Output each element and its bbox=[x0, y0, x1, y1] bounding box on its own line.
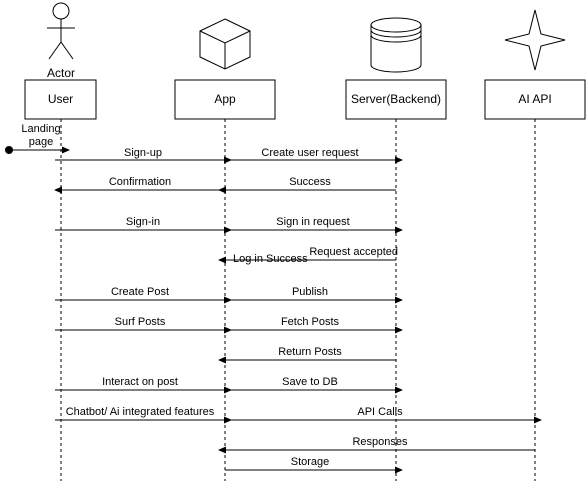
message-api-calls: API Calls bbox=[225, 406, 542, 424]
message-label: Fetch Posts bbox=[281, 316, 340, 328]
message-label: Create user request bbox=[261, 147, 358, 159]
message-label: Success bbox=[289, 176, 331, 188]
message-create-post: Create Post bbox=[55, 286, 232, 304]
message-interact-on-post: Interact on post bbox=[55, 376, 232, 394]
message-label: Sign-in bbox=[126, 216, 160, 228]
entry-landing-page: Landing page bbox=[5, 123, 70, 154]
participant-user[interactable]: User bbox=[24, 79, 97, 120]
message-label: Request accepted bbox=[309, 246, 398, 258]
message-sign-in: Sign-in bbox=[55, 216, 232, 234]
message-return-posts: Return Posts bbox=[218, 346, 396, 364]
entry-label: page bbox=[29, 136, 53, 148]
participant-ai[interactable]: AI API bbox=[484, 79, 586, 120]
message-label: Publish bbox=[292, 286, 328, 298]
message-label: API Calls bbox=[357, 406, 403, 418]
message-sign-up: Sign-up bbox=[55, 147, 232, 164]
participant-label: App bbox=[214, 92, 236, 106]
participant-label: User bbox=[48, 92, 73, 106]
message-publish: Publish bbox=[225, 286, 403, 304]
four-point-star-icon bbox=[504, 9, 566, 71]
message-label: Log in Success bbox=[233, 253, 308, 265]
entry-label: Landing bbox=[21, 123, 60, 135]
message-label: Responses bbox=[352, 436, 408, 448]
message-chatbot-ai-features: Chatbot/ Ai integrated features bbox=[55, 406, 232, 424]
message-fetch-posts: Fetch Posts bbox=[225, 316, 403, 334]
message-label: Storage bbox=[291, 456, 330, 468]
cube-icon bbox=[199, 18, 251, 70]
message-label: Surf Posts bbox=[115, 316, 166, 328]
message-save-to-db: Save to DB bbox=[225, 376, 403, 394]
actor-caption: Actor bbox=[47, 66, 75, 80]
message-label: Sign in request bbox=[276, 216, 349, 228]
message-label: Save to DB bbox=[282, 376, 338, 388]
message-success: Success bbox=[218, 176, 396, 194]
message-surf-posts: Surf Posts bbox=[55, 316, 232, 334]
message-responses: Responses bbox=[218, 436, 535, 454]
participant-app[interactable]: App bbox=[174, 79, 276, 120]
participant-label: Server(Backend) bbox=[351, 92, 441, 106]
message-storage: Storage bbox=[225, 456, 403, 474]
participant-server[interactable]: Server(Backend) bbox=[345, 79, 447, 120]
message-label: Return Posts bbox=[278, 346, 342, 358]
message-create-user-request: Create user request bbox=[225, 147, 403, 164]
message-label: Create Post bbox=[111, 286, 169, 298]
message-label: Confirmation bbox=[109, 176, 171, 188]
database-cylinder-icon bbox=[370, 17, 422, 73]
message-request-accepted: Request accepted Log in Success bbox=[218, 246, 398, 265]
message-confirmation: Confirmation bbox=[54, 176, 225, 194]
message-label: Sign-up bbox=[124, 147, 162, 159]
message-sign-in-request: Sign in request bbox=[225, 216, 403, 234]
message-label: Chatbot/ Ai integrated features bbox=[66, 406, 215, 418]
message-label: Interact on post bbox=[102, 376, 178, 388]
participant-label: AI API bbox=[518, 92, 551, 106]
actor-stick-figure-icon bbox=[47, 2, 75, 60]
